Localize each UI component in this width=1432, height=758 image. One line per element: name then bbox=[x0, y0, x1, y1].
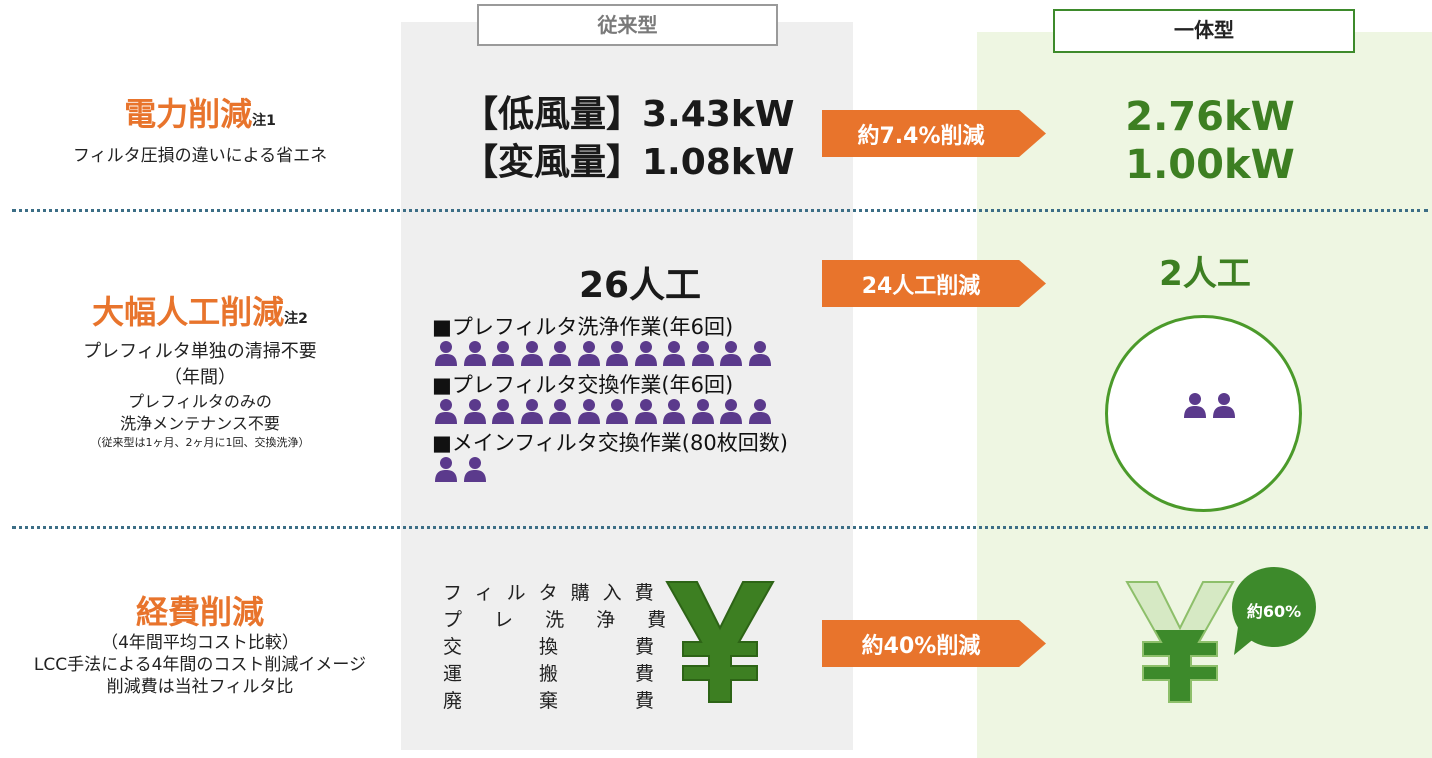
header-conventional: 従来型 bbox=[477, 4, 778, 46]
labor-label-block: 大幅人工削減注2 プレフィルタ単独の清掃不要 （年間） プレフィルタのみの 洗浄… bbox=[0, 292, 400, 451]
person-icon bbox=[719, 340, 743, 366]
labor-arrow-label: 24人工削減 bbox=[861, 273, 981, 299]
labor-desc4: 洗浄メンテナンス不要 bbox=[120, 414, 280, 433]
cost-title: 経費削減 bbox=[135, 593, 264, 631]
labor-people-row-2 bbox=[434, 398, 776, 424]
cost-item: 廃 棄 費 bbox=[443, 690, 668, 712]
person-icon bbox=[662, 340, 686, 366]
person-icon bbox=[548, 340, 572, 366]
person-icon bbox=[1212, 392, 1236, 418]
power-int-line1: 2.76kW bbox=[1125, 94, 1295, 140]
power-arrow: 約7.4%削減 bbox=[822, 110, 1046, 157]
labor-title: 大幅人工削減 bbox=[92, 293, 285, 331]
cost-arrow-label: 約40%削減 bbox=[861, 633, 981, 659]
cost-item: 交 換 費 bbox=[443, 636, 668, 658]
header-integrated: 一体型 bbox=[1053, 9, 1355, 53]
power-subtitle: フィルタ圧損の違いによる省エネ bbox=[72, 146, 328, 166]
labor-desc5: （従来型は1ヶ月、2ヶ月に1回、交換洗浄） bbox=[90, 436, 310, 449]
row-divider-1 bbox=[12, 209, 1428, 212]
cost-desc3: 削減費は当社フィルタ比 bbox=[106, 677, 294, 697]
person-icon bbox=[634, 398, 658, 424]
labor-conv-total: 26人工 bbox=[578, 265, 702, 306]
person-icon bbox=[548, 398, 572, 424]
labor-desc2: （年間） bbox=[164, 367, 236, 388]
labor-task-1: ■プレフィルタ洗浄作業(年6回) bbox=[432, 315, 734, 339]
cost-items-list: フィルタ購入費 プ レ 洗 浄 費 交 換 費 運 搬 費 廃 棄 費 bbox=[443, 580, 679, 715]
person-icon bbox=[691, 398, 715, 424]
person-icon bbox=[520, 398, 544, 424]
conventional-column-bg bbox=[401, 22, 853, 750]
cost-bubble-label: 約60% bbox=[1246, 602, 1302, 621]
labor-people-row-1 bbox=[434, 340, 776, 366]
power-int-line2: 1.00kW bbox=[1125, 142, 1295, 188]
labor-arrow: 24人工削減 bbox=[822, 260, 1046, 307]
speech-bubble-icon bbox=[1232, 567, 1316, 655]
labor-task-3: ■メインフィルタ交換作業(80枚回数) bbox=[432, 431, 788, 455]
power-conv-line2: 【変風量】1.08kW bbox=[462, 142, 795, 183]
row-divider-2 bbox=[12, 526, 1428, 529]
labor-note: 注2 bbox=[284, 311, 308, 327]
person-icon bbox=[691, 340, 715, 366]
person-icon bbox=[719, 398, 743, 424]
cost-item: フィルタ購入費 bbox=[443, 582, 667, 604]
cost-desc2: LCC手法による4年間のコスト削減イメージ bbox=[33, 655, 367, 675]
power-label-block: 電力削減注1 フィルタ圧損の違いによる省エネ bbox=[0, 94, 400, 166]
power-arrow-label: 約7.4%削減 bbox=[857, 123, 985, 149]
labor-int-total: 2人工 bbox=[1159, 254, 1251, 294]
person-icon bbox=[463, 340, 487, 366]
cost-label-block: 経費削減 （4年間平均コスト比較） LCC手法による4年間のコスト削減イメージ … bbox=[0, 592, 400, 698]
person-icon bbox=[662, 398, 686, 424]
labor-int-circle bbox=[1105, 315, 1302, 512]
yen-icon-reduced bbox=[1125, 581, 1235, 703]
labor-task-2: ■プレフィルタ交換作業(年6回) bbox=[432, 373, 734, 397]
person-icon bbox=[577, 398, 601, 424]
power-title: 電力削減 bbox=[124, 95, 253, 133]
person-icon bbox=[605, 398, 629, 424]
labor-desc3: プレフィルタのみの bbox=[128, 392, 272, 411]
power-note: 注1 bbox=[252, 113, 276, 129]
cost-item: 運 搬 費 bbox=[443, 663, 668, 685]
person-icon bbox=[634, 340, 658, 366]
person-icon bbox=[434, 456, 458, 482]
person-icon bbox=[748, 340, 772, 366]
person-icon bbox=[463, 398, 487, 424]
cost-desc1: （4年間平均コスト比較） bbox=[101, 633, 299, 653]
labor-people-row-3 bbox=[434, 456, 491, 482]
cost-item: プ レ 洗 浄 費 bbox=[443, 609, 680, 631]
person-icon bbox=[520, 340, 544, 366]
person-icon bbox=[491, 340, 515, 366]
person-icon bbox=[434, 340, 458, 366]
cost-arrow: 約40%削減 bbox=[822, 620, 1046, 667]
labor-desc1: プレフィルタ単独の清掃不要 bbox=[83, 341, 317, 362]
person-icon bbox=[491, 398, 515, 424]
person-icon bbox=[434, 398, 458, 424]
person-icon bbox=[748, 398, 772, 424]
person-icon bbox=[463, 456, 487, 482]
labor-int-people bbox=[1183, 392, 1240, 418]
power-conv-line1: 【低風量】3.43kW bbox=[462, 94, 795, 135]
person-icon bbox=[577, 340, 601, 366]
person-icon bbox=[1183, 392, 1207, 418]
yen-icon bbox=[665, 581, 775, 703]
person-icon bbox=[605, 340, 629, 366]
